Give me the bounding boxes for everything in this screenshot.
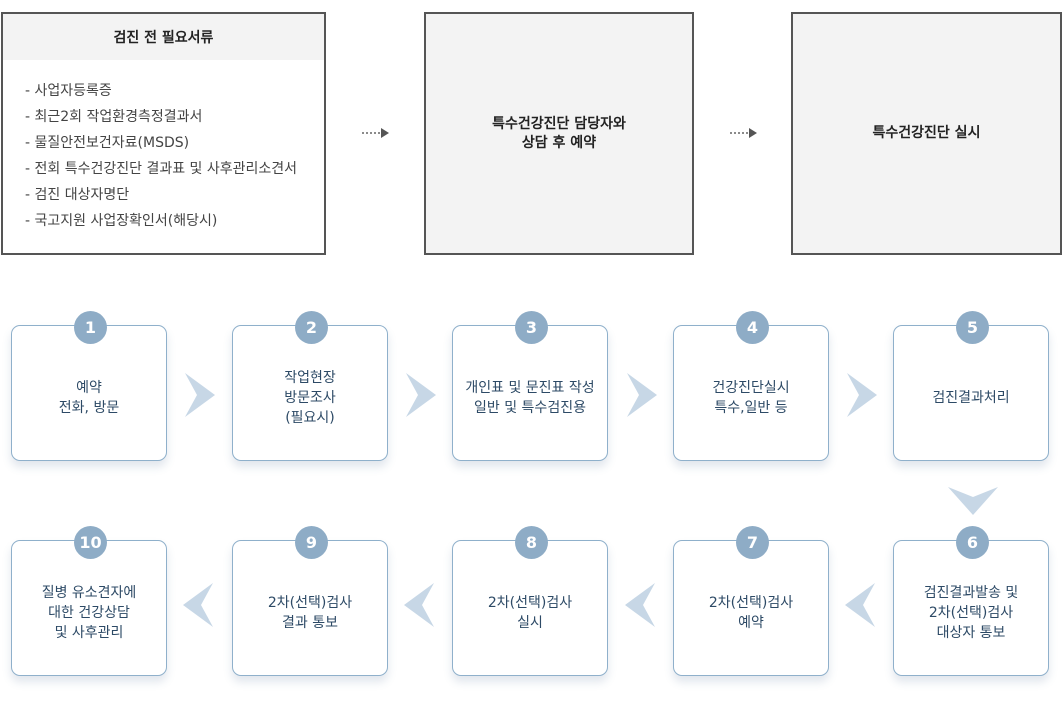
required-documents-list: - 사업자등록증 - 최근2회 작업환경측정결과서 - 물질안전보건자료(MSD… xyxy=(3,60,324,234)
step-label: 작업현장 방문조사 (필요시) xyxy=(284,370,336,426)
step-number-badge: 1 xyxy=(74,311,107,344)
consult-reservation-box: 특수건강진단 담당자와 상담 후 예약 xyxy=(424,12,694,255)
dotted-arrow-right-icon xyxy=(362,128,389,138)
step-7: 7 2차(선택)검사 예약 xyxy=(673,526,829,676)
document-item: - 최근2회 작업환경측정결과서 xyxy=(25,109,203,125)
document-item: - 전회 특수건강진단 결과표 및 사후관리소견서 xyxy=(25,161,298,177)
step-label: 검진결과처리 xyxy=(932,390,1010,406)
step-label: 개인표 및 문진표 작성 일반 및 특수검진용 xyxy=(465,380,595,416)
dotted-arrow-right-icon xyxy=(730,128,757,138)
step-6: 6 검진결과발송 및 2차(선택)검사 대상자 통보 xyxy=(893,526,1049,676)
chevron-left-icon xyxy=(625,583,655,627)
step-label: 검진결과발송 및 2차(선택)검사 대상자 통보 xyxy=(923,585,1019,641)
chevron-right-icon xyxy=(406,373,436,417)
special-exam-box: 특수건강진단 실시 xyxy=(791,12,1062,255)
step-number-badge: 9 xyxy=(295,526,328,559)
required-documents-title: 검진 전 필요서류 xyxy=(3,14,324,60)
step-label: 2차(선택)검사 실시 xyxy=(487,595,573,631)
step-5: 5 검진결과처리 xyxy=(893,311,1049,461)
step-label: 2차(선택)검사 결과 통보 xyxy=(267,595,353,631)
step-9: 9 2차(선택)검사 결과 통보 xyxy=(232,526,388,676)
document-item: - 사업자등록증 xyxy=(25,83,112,99)
chevron-right-icon xyxy=(185,373,215,417)
step-number-badge: 6 xyxy=(956,526,989,559)
step-label: 질병 유소견자에 대한 건강상담 및 사후관리 xyxy=(41,585,137,641)
step-2: 2 작업현장 방문조사 (필요시) xyxy=(232,311,388,461)
chevron-right-icon xyxy=(627,373,657,417)
step-number-badge: 4 xyxy=(736,311,769,344)
chevron-right-icon xyxy=(847,373,877,417)
chevron-left-icon xyxy=(845,583,875,627)
step-number-badge: 10 xyxy=(74,526,107,559)
required-documents-box: 검진 전 필요서류 - 사업자등록증 - 최근2회 작업환경측정결과서 - 물질… xyxy=(1,12,326,255)
document-item: - 검진 대상자명단 xyxy=(25,187,130,203)
step-3: 3 개인표 및 문진표 작성 일반 및 특수검진용 xyxy=(452,311,608,461)
chevron-left-icon xyxy=(404,583,434,627)
step-label: 예약 전화, 방문 xyxy=(58,380,120,416)
step-number-badge: 3 xyxy=(515,311,548,344)
document-item: - 물질안전보건자료(MSDS) xyxy=(25,135,190,151)
step-1: 1 예약 전화, 방문 xyxy=(11,311,167,461)
step-10: 10 질병 유소견자에 대한 건강상담 및 사후관리 xyxy=(11,526,167,676)
step-number-badge: 5 xyxy=(956,311,989,344)
step-number-badge: 7 xyxy=(736,526,769,559)
document-item: - 국고지원 사업장확인서(해당시) xyxy=(25,213,218,229)
step-number-badge: 2 xyxy=(295,311,328,344)
step-number-badge: 8 xyxy=(515,526,548,559)
step-label: 건강진단실시 특수,일반 등 xyxy=(712,380,790,416)
chevron-left-icon xyxy=(183,583,213,627)
step-label: 2차(선택)검사 예약 xyxy=(708,595,794,631)
chevron-down-icon xyxy=(948,487,998,515)
step-4: 4 건강진단실시 특수,일반 등 xyxy=(673,311,829,461)
step-8: 8 2차(선택)검사 실시 xyxy=(452,526,608,676)
